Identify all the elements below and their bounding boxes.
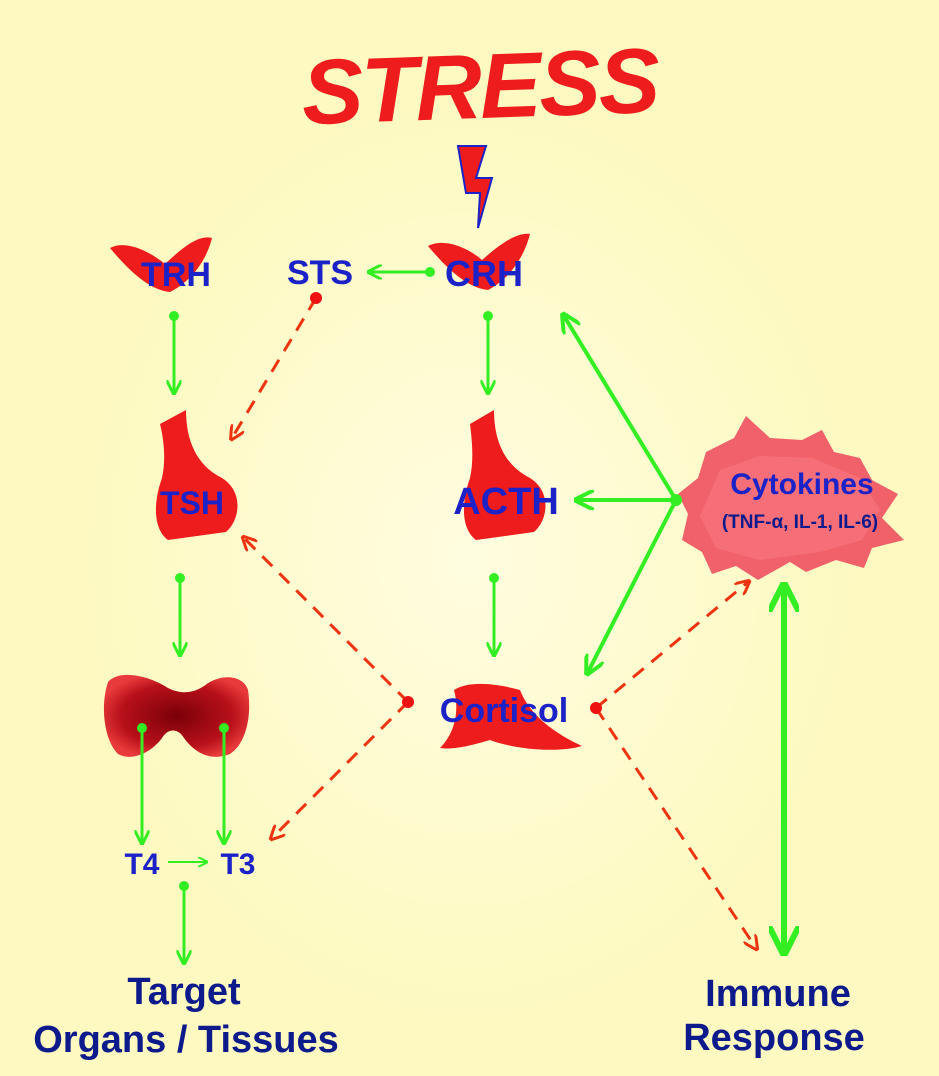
t3-label: T3 xyxy=(220,848,255,881)
cytokines-sublabel: (TNF-α, IL-1, IL-6) xyxy=(722,512,878,533)
trh-hypothalamus-shape xyxy=(110,237,212,292)
target-label-line2: Organs / Tissues xyxy=(33,1019,339,1061)
sts-origin-dot xyxy=(310,292,322,304)
crh-to-sts-origin-dot xyxy=(425,267,435,277)
crh-to-acth-origin-dot xyxy=(483,311,493,321)
cytokines-highlight-shape xyxy=(700,456,880,560)
sts-to-tsh-arrow xyxy=(232,297,318,438)
cortisol-to-cytokines-arrow xyxy=(595,582,748,710)
immune-label-line2: Response xyxy=(683,1017,865,1059)
thyroid-to-t4-origin-dot xyxy=(137,723,147,733)
lightning-bolt-icon xyxy=(456,145,494,229)
thyroid-gland-shape xyxy=(103,674,250,757)
stress-title: STRESS xyxy=(300,30,661,144)
t4-label: T4 xyxy=(124,848,159,881)
tsh-pituitary-shape xyxy=(155,410,238,540)
acth-pituitary-shape xyxy=(463,410,546,540)
cortisol-label: Cortisol xyxy=(440,692,568,730)
sts-label: STS xyxy=(287,254,353,292)
immune-label-line1: Immune xyxy=(705,973,851,1015)
t3-to-target-origin-dot xyxy=(179,881,189,891)
cytokines-label: Cytokines xyxy=(730,468,873,501)
target-label-line1: Target xyxy=(127,971,241,1013)
cortisol-right-origin-dot xyxy=(590,702,602,714)
cytokines-to-crh-arrow xyxy=(564,316,678,502)
tsh-to-thyroid-origin-dot xyxy=(175,573,185,583)
cortisol-to-t3-arrow xyxy=(272,700,410,838)
cytokines-to-cortisol-arrow xyxy=(588,499,678,672)
trh-to-tsh-origin-dot xyxy=(169,311,179,321)
thyroid-to-t3-origin-dot xyxy=(219,723,229,733)
trh-label: TRH xyxy=(141,256,211,294)
acth-label: ACTH xyxy=(453,481,559,523)
cortisol-left-origin-dot xyxy=(402,696,414,708)
cortisol-adrenal-shape xyxy=(440,683,582,750)
cortisol-to-immune-arrow xyxy=(594,707,756,948)
cortisol-to-tsh-arrow xyxy=(244,538,410,704)
cytokines-origin-dot xyxy=(670,494,682,506)
acth-to-cortisol-origin-dot xyxy=(489,573,499,583)
tsh-label: TSH xyxy=(160,485,224,521)
inhibition-arrows xyxy=(232,292,756,948)
crh-hypothalamus-shape xyxy=(428,233,530,290)
crh-label: CRH xyxy=(445,253,523,294)
stimulation-arrows xyxy=(137,267,784,962)
